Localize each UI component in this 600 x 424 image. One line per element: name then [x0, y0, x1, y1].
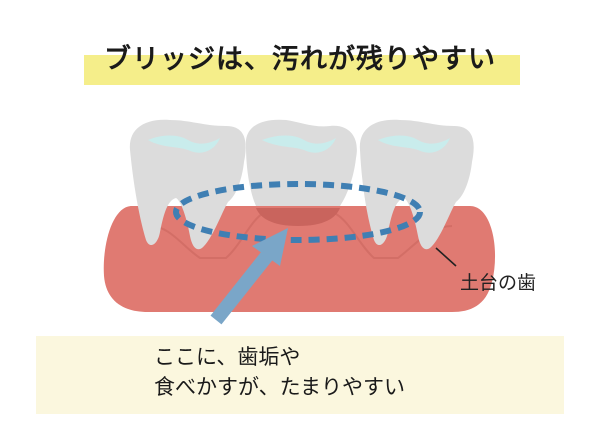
page-title: ブリッジは、汚れが残りやすい: [104, 44, 496, 75]
pontic-gap: [256, 208, 340, 226]
note-text: ここに、歯垢や 食べかすが、たまりやすい: [154, 342, 405, 402]
abutment-tooth-label: 土台の歯: [460, 272, 537, 294]
tooth-right: [359, 119, 474, 250]
pointer-arrow: [210, 228, 288, 325]
note-line-2: 食べかすが、たまりやすい: [154, 375, 405, 399]
note-line-1: ここに、歯垢や: [154, 345, 301, 369]
note-box: [36, 336, 564, 414]
abutment-leader-line: [435, 247, 457, 267]
bridge-dashed-outline: [173, 181, 423, 243]
title-highlight-band: [84, 55, 520, 85]
tooth-left: [129, 119, 246, 250]
